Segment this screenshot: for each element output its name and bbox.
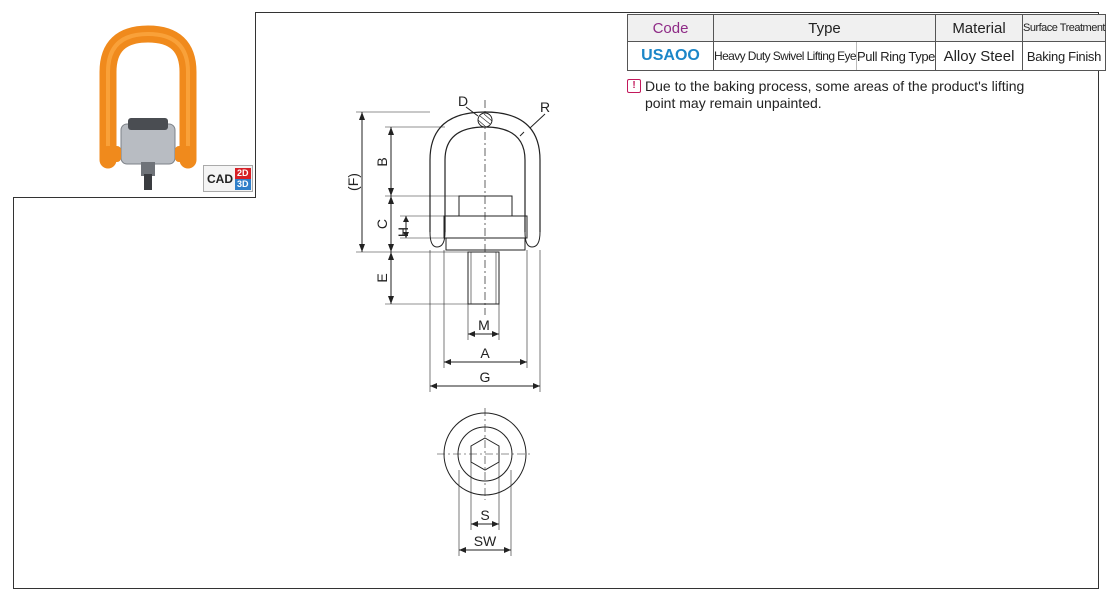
content-frame [13,12,1099,589]
dim-label-b: B [374,157,390,166]
hex-socket [470,437,500,471]
dim-label-sw: SW [474,533,497,549]
swivel-cap [128,118,168,130]
header-type: Type [713,14,936,42]
ring-foot-right [175,146,193,162]
cell-material: Alloy Steel [935,41,1023,71]
body-mid [443,215,528,239]
warning-icon: ! [627,79,641,93]
spec-header-row: Code Type Material Surface Treatment [627,14,1106,42]
neck [141,162,155,176]
cell-type-main: Heavy Duty Swivel Lifting Eye [713,41,857,71]
dim-label-r: R [540,99,550,115]
header-code: Code [627,14,714,42]
spec-table: Code Type Material Surface Treatment USA… [627,14,1106,71]
cad-badge[interactable]: CAD 2D 3D [203,165,253,192]
ring-end-right [524,231,541,248]
body-top [458,195,513,217]
dim-label-h: H [395,227,411,237]
ring-end-left [429,231,446,248]
ring-highlight [106,31,190,160]
header-surface: Surface Treatment [1022,14,1106,42]
dim-label-f: (F) [345,173,361,191]
dim-label-c: C [374,219,390,229]
dim-label-d: D [458,93,468,109]
dim-label-a: A [480,345,490,361]
cad-3d-label[interactable]: 3D [235,178,251,190]
header-material: Material [935,14,1023,42]
spec-data-row: USAOO Heavy Duty Swivel Lifting Eye Pull… [627,41,1106,71]
body-base [445,237,526,251]
product-photo [99,25,197,190]
cell-code[interactable]: USAOO [627,41,714,71]
cell-surface: Baking Finish [1022,41,1106,71]
ring-foot-left [103,146,121,162]
dim-label-s: S [480,507,489,523]
cad-2d-label[interactable]: 2D [235,167,251,179]
note-text: Due to the baking process, some areas of… [645,78,1025,111]
thread-bolt [144,174,152,190]
cell-type-sub: Pull Ring Type [856,41,936,71]
dim-label-m: M [478,317,490,333]
cad-label: CAD [207,171,233,186]
thread-outline [467,251,500,305]
dim-label-e: E [374,273,390,282]
dim-label-g: G [480,369,491,385]
